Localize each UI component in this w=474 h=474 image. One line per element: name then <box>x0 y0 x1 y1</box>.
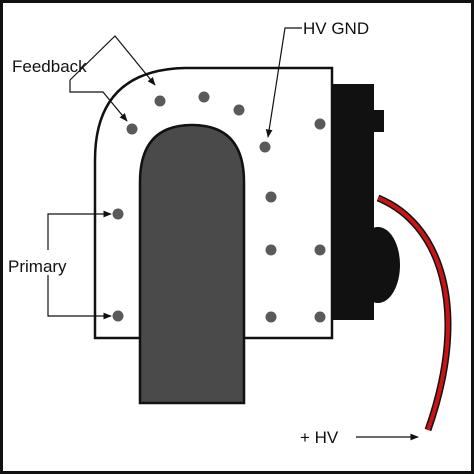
pin-dot-icon <box>265 191 277 203</box>
ferrite-core <box>138 123 246 405</box>
pin-dot-icon <box>112 208 124 220</box>
primary-label: Primary <box>8 257 67 276</box>
plus-hv-label: + HV <box>300 428 339 447</box>
pin-dot-icon <box>265 311 277 323</box>
feedback-label: Feedback <box>12 57 87 76</box>
primary-arrow-lower <box>47 275 112 320</box>
feedback-arrow-lower <box>69 80 128 122</box>
pin-dot-icon <box>314 244 326 256</box>
hv-gnd-label: HV GND <box>303 19 370 38</box>
pin-dot-icon <box>314 311 326 323</box>
pin-dot-icon <box>265 244 277 256</box>
pin-dot-icon <box>126 123 138 135</box>
pin-dot-icon <box>112 310 124 322</box>
primary-arrow-upper <box>47 210 112 250</box>
pin-dot-icon <box>314 118 326 130</box>
hv-connector-block <box>330 84 400 320</box>
feedback-arrow-upper <box>69 35 156 86</box>
pins <box>112 91 326 323</box>
pin-dot-icon <box>154 95 166 107</box>
pin-dot-icon <box>259 141 271 153</box>
hv-wire-insulation <box>377 196 450 431</box>
hv-gnd-arrow <box>265 27 302 138</box>
pin-dot-icon <box>198 91 210 103</box>
pin-dot-icon <box>233 104 245 116</box>
